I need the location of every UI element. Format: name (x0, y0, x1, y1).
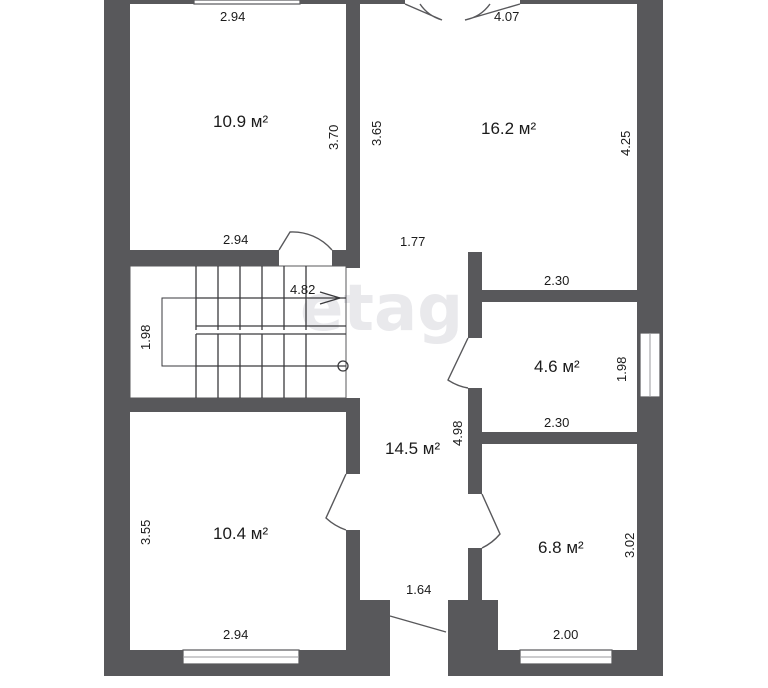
wall-under-stair (104, 398, 360, 412)
dim-hall-width-top: 1.77 (400, 234, 425, 249)
dim-top-right-height-right: 4.25 (618, 131, 633, 156)
top-wall-right (520, 0, 663, 4)
dim-top-left-width-bottom: 2.94 (223, 232, 248, 247)
door-bottom-left-room (325, 473, 347, 531)
windows (182, 0, 661, 676)
dim-top-right-width-top: 4.07 (494, 9, 519, 24)
area-top-left: 10.9 м² (213, 112, 268, 131)
dim-small-right-height: 1.98 (614, 357, 629, 382)
door-top-double (404, 3, 521, 21)
wall-hall-right-lower (468, 548, 482, 676)
dim-stair-width: 1.98 (138, 325, 153, 350)
area-bottom-right: 6.8 м² (538, 538, 584, 557)
wall-center-top (346, 0, 360, 268)
wall-hall-left-lower (346, 398, 360, 474)
dim-top-right-height-left: 3.65 (369, 121, 384, 146)
door-small-room (447, 337, 469, 389)
outer-wall-left (104, 0, 130, 676)
wall-right-1 (468, 290, 663, 302)
dim-hall-height: 4.98 (450, 421, 465, 446)
dim-top-left-width-top: 2.94 (220, 9, 245, 24)
dim-bottom-left-width-bottom: 2.94 (223, 627, 248, 642)
top-wall-left (104, 0, 194, 4)
dim-stair-length: 4.82 (290, 282, 315, 297)
area-top-right: 16.2 м² (481, 119, 536, 138)
dim-top-left-height: 3.70 (326, 125, 341, 150)
room-labels: 2.94 10.9 м² 3.70 2.94 4.07 3.65 16.2 м²… (138, 9, 637, 642)
wall-top-left-bottom-2 (332, 250, 360, 266)
wall-right-2 (468, 432, 663, 444)
doors (278, 3, 521, 633)
dim-small-right-width-bottom: 2.30 (544, 415, 569, 430)
entrance-wall-left (360, 600, 390, 676)
window-top-left (193, 0, 301, 5)
dim-top-right-width-bottom: 2.30 (544, 273, 569, 288)
wall-top-left-bottom (104, 250, 279, 266)
dim-bottom-right-width-bottom: 2.00 (553, 627, 578, 642)
dim-bottom-left-height: 3.55 (138, 520, 153, 545)
door-bottom-right-room (481, 493, 501, 549)
door-entrance (389, 615, 447, 633)
area-bottom-left: 10.4 м² (213, 524, 268, 543)
wall-hall-left-bottom (346, 530, 360, 676)
area-hall: 14.5 м² (385, 439, 440, 458)
entrance-opening (390, 640, 448, 676)
dim-hall-width-bottom: 1.64 (406, 582, 431, 597)
watermark: etagi (300, 272, 485, 346)
door-top-left-room (278, 231, 333, 251)
staircase (129, 265, 349, 399)
area-small-right: 4.6 м² (534, 357, 580, 376)
dim-bottom-right-height: 3.02 (622, 533, 637, 558)
